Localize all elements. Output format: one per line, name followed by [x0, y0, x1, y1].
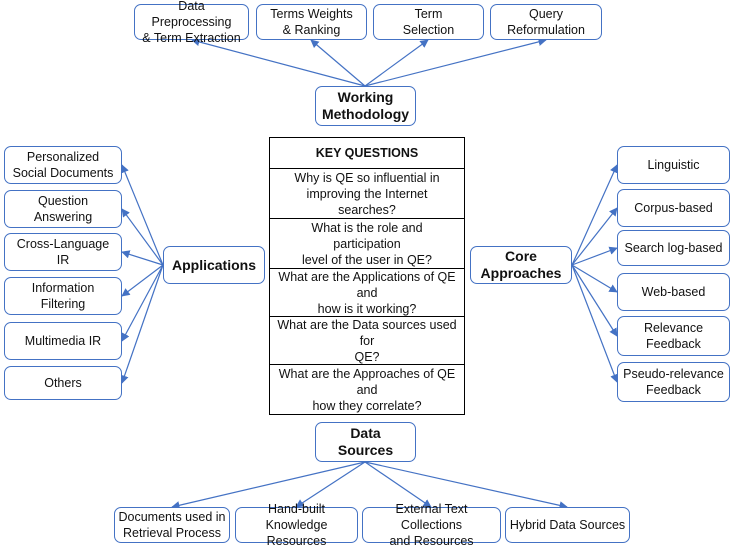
connector-arrow	[191, 37, 366, 87]
connector-arrow	[364, 39, 429, 87]
approach-item-label: Corpus-based	[634, 201, 713, 215]
connector-arrow	[121, 264, 164, 297]
app-item-label: Multimedia IR	[24, 334, 102, 348]
wm-item-label: Data Preprocessing & Term Extraction	[142, 0, 241, 45]
connector-arrow	[120, 264, 164, 384]
connector-arrow	[121, 208, 164, 266]
hub-label: Core Approaches	[480, 248, 562, 281]
wm-item-preprocessing: Data Preprocessing & Term Extraction	[134, 0, 249, 45]
ds-item-hand-built: Hand-built Knowledge Resources	[235, 502, 358, 548]
connector-arrow	[310, 39, 366, 87]
ds-item-hybrid: Hybrid Data Sources	[505, 507, 630, 543]
approach-item-label: Relevance Feedback	[643, 321, 704, 351]
connector-arrow	[571, 207, 618, 266]
key-question-row: What is the role and participation level…	[270, 218, 464, 268]
key-questions-title: KEY QUESTIONS	[315, 146, 419, 160]
ds-item-label: Documents used in Retrieval Process	[118, 510, 226, 540]
app-item-multimedia: Multimedia IR	[4, 322, 122, 360]
ds-item-external-text: External Text Collections and Resources	[362, 502, 501, 548]
ds-item-label: External Text Collections and Resources	[389, 502, 474, 548]
wm-item-label: Terms Weights & Ranking	[270, 7, 353, 37]
connector-arrow	[571, 264, 619, 383]
key-question-row: What are the Applications of QE and how …	[270, 268, 464, 316]
applications-hub: Applications	[163, 246, 265, 284]
working-methodology-hub: Working Methodology	[315, 86, 416, 126]
connector-arrow	[121, 250, 164, 266]
key-questions-table: KEY QUESTIONS Why is QE so influential i…	[269, 137, 465, 415]
connector-arrow	[571, 164, 618, 266]
connector-arrow	[171, 461, 366, 510]
approach-item-web: Web-based	[617, 273, 730, 311]
app-item-label: Personalized Social Documents	[12, 150, 114, 180]
approach-item-pseudo-relevance: Pseudo-relevance Feedback	[617, 362, 730, 402]
data-sources-hub: Data Sources	[315, 422, 416, 462]
hub-label: Applications	[171, 256, 256, 273]
app-item-qa: Question Answering	[4, 190, 122, 228]
connector-arrow	[364, 37, 547, 87]
wm-item-selection: Term Selection	[373, 4, 484, 40]
wm-item-weights: Terms Weights & Ranking	[256, 4, 367, 40]
hub-label: Data Sources	[337, 425, 394, 458]
connector-arrow	[295, 461, 366, 508]
connector-arrow	[571, 264, 618, 293]
app-item-others: Others	[4, 366, 122, 400]
app-item-cross-language: Cross-Language IR	[4, 233, 122, 271]
app-item-filtering: Information Filtering	[4, 277, 122, 315]
connector-arrow	[364, 461, 432, 508]
connector-arrow	[571, 264, 618, 337]
app-item-label: Information Filtering	[31, 281, 95, 311]
wm-item-label: Query Reformulation	[507, 7, 585, 37]
approach-item-label: Web-based	[641, 285, 706, 299]
app-item-label: Question Answering	[33, 194, 93, 224]
approach-item-label: Search log-based	[624, 241, 723, 255]
ds-item-documents: Documents used in Retrieval Process	[114, 507, 230, 543]
approach-item-relevance: Relevance Feedback	[617, 316, 730, 356]
app-item-label: Others	[44, 376, 82, 390]
approach-item-corpus: Corpus-based	[617, 189, 730, 227]
connector-arrow	[364, 461, 568, 510]
connector-arrow	[120, 164, 164, 266]
core-approaches-hub: Core Approaches	[470, 246, 572, 284]
hub-label: Working Methodology	[321, 89, 410, 122]
approach-item-label: Linguistic	[647, 158, 700, 172]
wm-item-reformulation: Query Reformulation	[490, 4, 602, 40]
key-question-row: Why is QE so influential in improving th…	[270, 168, 464, 218]
approach-item-linguistic: Linguistic	[617, 146, 730, 184]
key-question-row: What are the Data sources used for QE?	[270, 316, 464, 364]
approach-item-search-log: Search log-based	[617, 230, 730, 266]
app-item-label: Cross-Language IR	[16, 237, 110, 267]
app-item-personalized: Personalized Social Documents	[4, 146, 122, 184]
key-question-row: What are the Approaches of QE and how th…	[270, 364, 464, 414]
connector-arrow	[121, 264, 164, 342]
connector-arrow	[571, 246, 618, 266]
ds-item-label: Hand-built Knowledge Resources	[265, 502, 328, 548]
wm-item-label: Term Selection	[402, 7, 455, 37]
approach-item-label: Pseudo-relevance Feedback	[623, 367, 724, 397]
ds-item-label: Hybrid Data Sources	[509, 518, 626, 532]
